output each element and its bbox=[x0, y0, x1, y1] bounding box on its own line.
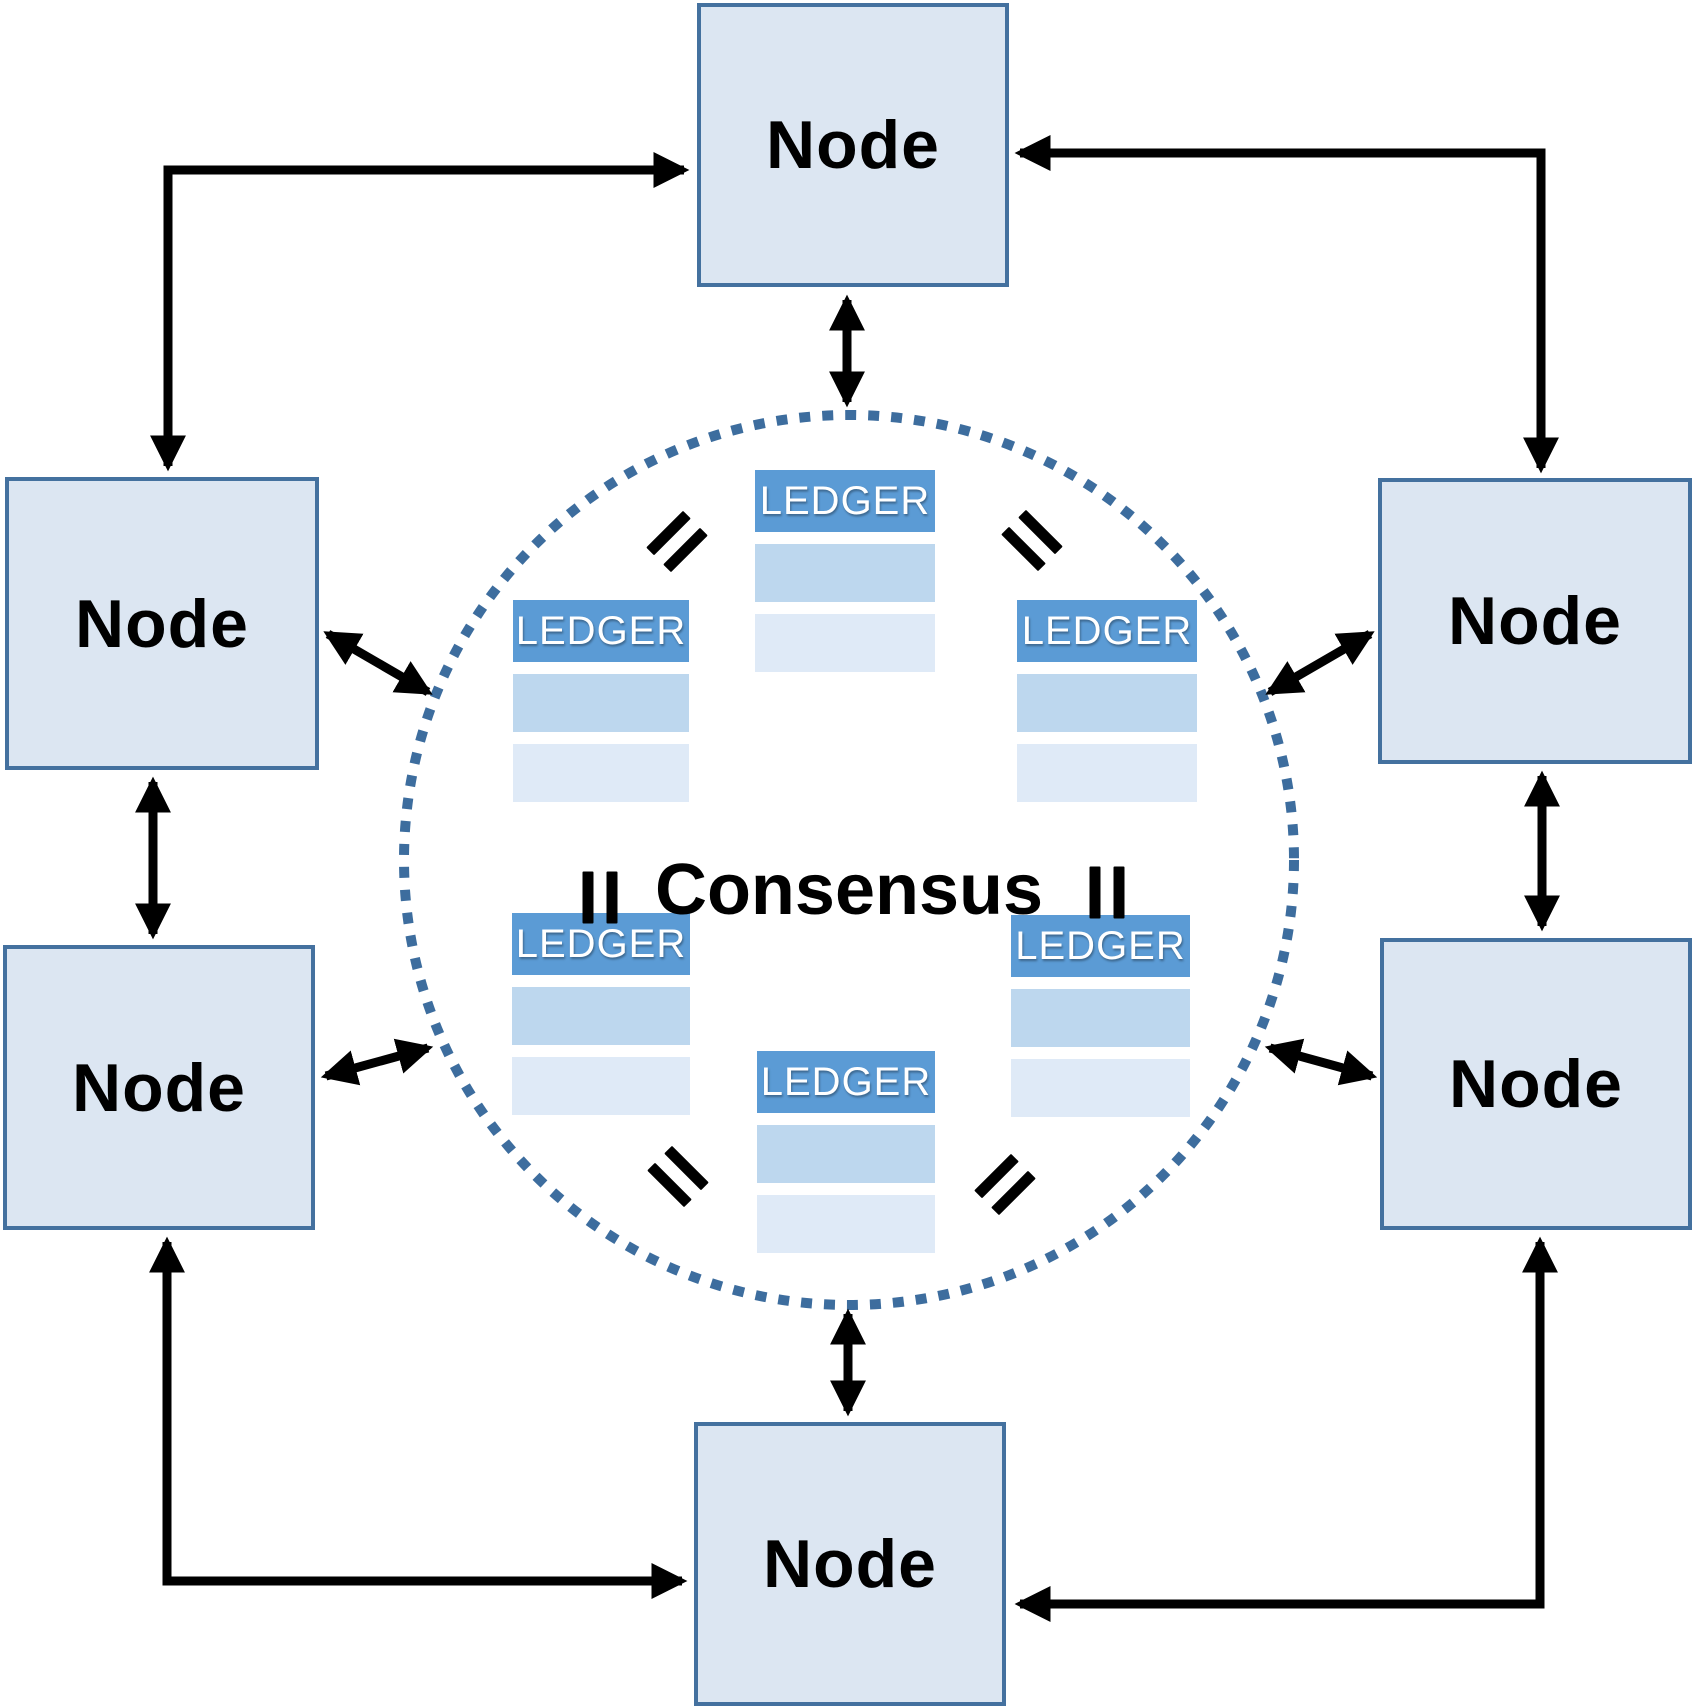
node-label: Node bbox=[1448, 583, 1622, 659]
node-bottom: Node bbox=[694, 1422, 1006, 1706]
ledger-header: LEDGER bbox=[512, 913, 690, 975]
node-lower-right: Node bbox=[1380, 938, 1692, 1230]
arrow-elbow-top-left bbox=[150, 152, 690, 472]
arrow-upper-right-node-circle bbox=[1265, 630, 1375, 696]
ledger-upper-left: LEDGER bbox=[513, 600, 689, 814]
arrow-upper-left-node-circle bbox=[323, 630, 433, 696]
ledger-row bbox=[513, 674, 689, 732]
ledger-row bbox=[1017, 674, 1197, 732]
ledger-row bbox=[757, 1195, 935, 1253]
node-upper-right: Node bbox=[1378, 478, 1692, 764]
consensus-boundary-circle bbox=[399, 410, 1299, 1310]
ledger-bottom-center: LEDGER bbox=[757, 1051, 935, 1265]
ledger-lower-right: LEDGER bbox=[1011, 915, 1190, 1129]
node-label: Node bbox=[766, 107, 940, 183]
arrow-elbow-top-right bbox=[1014, 135, 1559, 474]
node-label: Node bbox=[1449, 1046, 1623, 1122]
node-label: Node bbox=[75, 585, 249, 662]
ledger-header: LEDGER bbox=[757, 1051, 935, 1113]
ledger-row bbox=[757, 1125, 935, 1183]
node-label: Node bbox=[72, 1049, 246, 1126]
ledger-row bbox=[1011, 989, 1190, 1047]
ledger-header: LEDGER bbox=[1017, 600, 1197, 662]
equals-icon bbox=[1089, 866, 1125, 919]
ledger-row bbox=[755, 544, 935, 602]
arrow-elbow-bottom-left bbox=[149, 1236, 688, 1599]
arrow-lower-left-node-circle bbox=[320, 1038, 434, 1086]
ledger-row bbox=[1011, 1059, 1190, 1117]
ledger-upper-right: LEDGER bbox=[1017, 600, 1197, 814]
arrow-lower-right-node-circle bbox=[1264, 1038, 1378, 1086]
ledger-row bbox=[1017, 744, 1197, 802]
node-label: Node bbox=[763, 1526, 937, 1602]
ledger-header: LEDGER bbox=[1011, 915, 1190, 977]
ledger-lower-left: LEDGER bbox=[512, 913, 690, 1127]
ledger-row bbox=[512, 987, 690, 1045]
equals-icon bbox=[582, 871, 618, 924]
node-upper-left: Node bbox=[5, 477, 319, 770]
ledger-top-center: LEDGER bbox=[755, 470, 935, 684]
ledger-row bbox=[755, 614, 935, 672]
node-lower-left: Node bbox=[3, 945, 315, 1230]
ledger-header: LEDGER bbox=[513, 600, 689, 662]
ledger-row bbox=[512, 1057, 690, 1115]
node-top: Node bbox=[697, 3, 1009, 287]
consensus-label: Consensus bbox=[654, 850, 1044, 930]
ledger-row bbox=[513, 744, 689, 802]
arrow-elbow-bottom-right bbox=[1014, 1236, 1558, 1622]
ledger-header: LEDGER bbox=[755, 470, 935, 532]
